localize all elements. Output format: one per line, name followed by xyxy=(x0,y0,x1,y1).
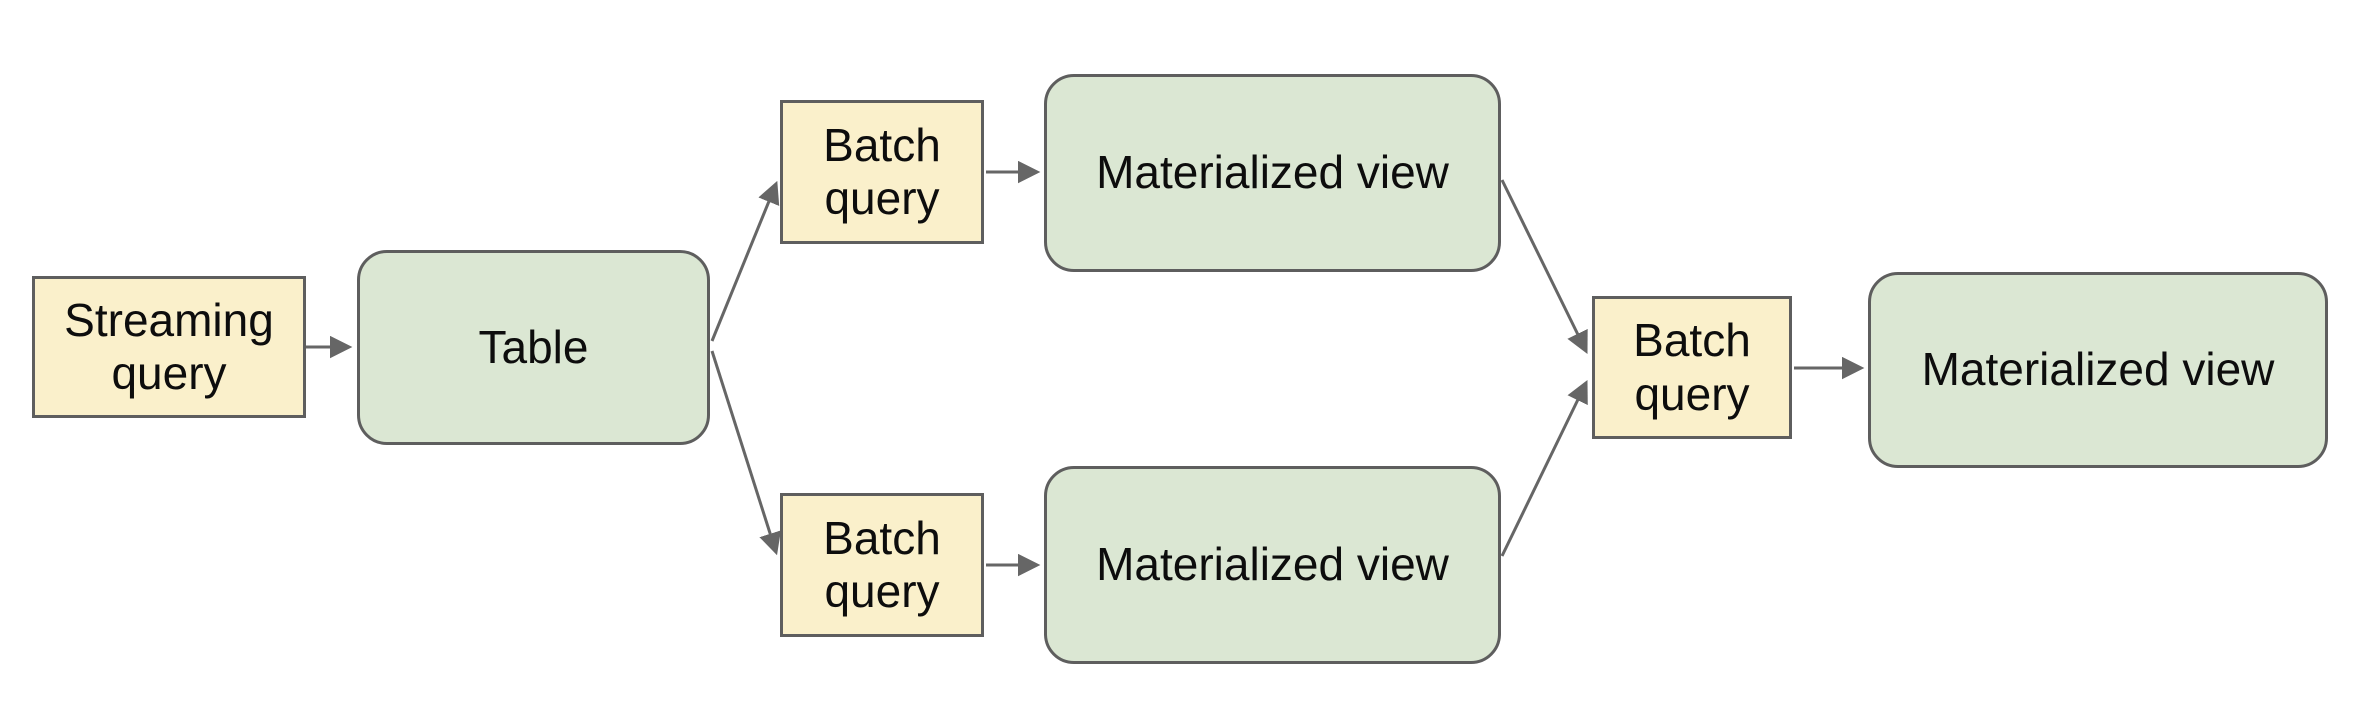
node-materialized-view-bottom-label: Materialized view xyxy=(1096,538,1449,591)
edge-mat-view-top-to-batch-query-right xyxy=(1500,179,1588,355)
node-batch-query-bottom-label: Batch query xyxy=(823,511,941,617)
edge-table-to-batch-query-bottom xyxy=(710,350,781,556)
node-table-label: Table xyxy=(478,320,589,373)
node-materialized-view-right: Materialized view xyxy=(1868,272,2328,468)
node-materialized-view-top: Materialized view xyxy=(1044,74,1501,272)
node-materialized-view-top-label: Materialized view xyxy=(1096,146,1449,199)
node-streaming-query: Streaming query xyxy=(32,276,306,418)
node-materialized-view-bottom: Materialized view xyxy=(1044,466,1501,664)
edge-table-to-batch-query-top xyxy=(710,180,780,342)
node-streaming-query-label: Streaming query xyxy=(64,293,274,399)
node-table: Table xyxy=(357,250,710,445)
edge-mat-view-bottom-to-batch-query-right xyxy=(1500,379,1588,557)
node-batch-query-right: Batch query xyxy=(1592,296,1792,439)
node-batch-query-top-label: Batch query xyxy=(823,118,941,224)
node-batch-query-right-label: Batch query xyxy=(1633,314,1751,420)
node-batch-query-bottom: Batch query xyxy=(780,493,984,637)
node-batch-query-top: Batch query xyxy=(780,100,984,244)
node-materialized-view-right-label: Materialized view xyxy=(1921,343,2275,396)
